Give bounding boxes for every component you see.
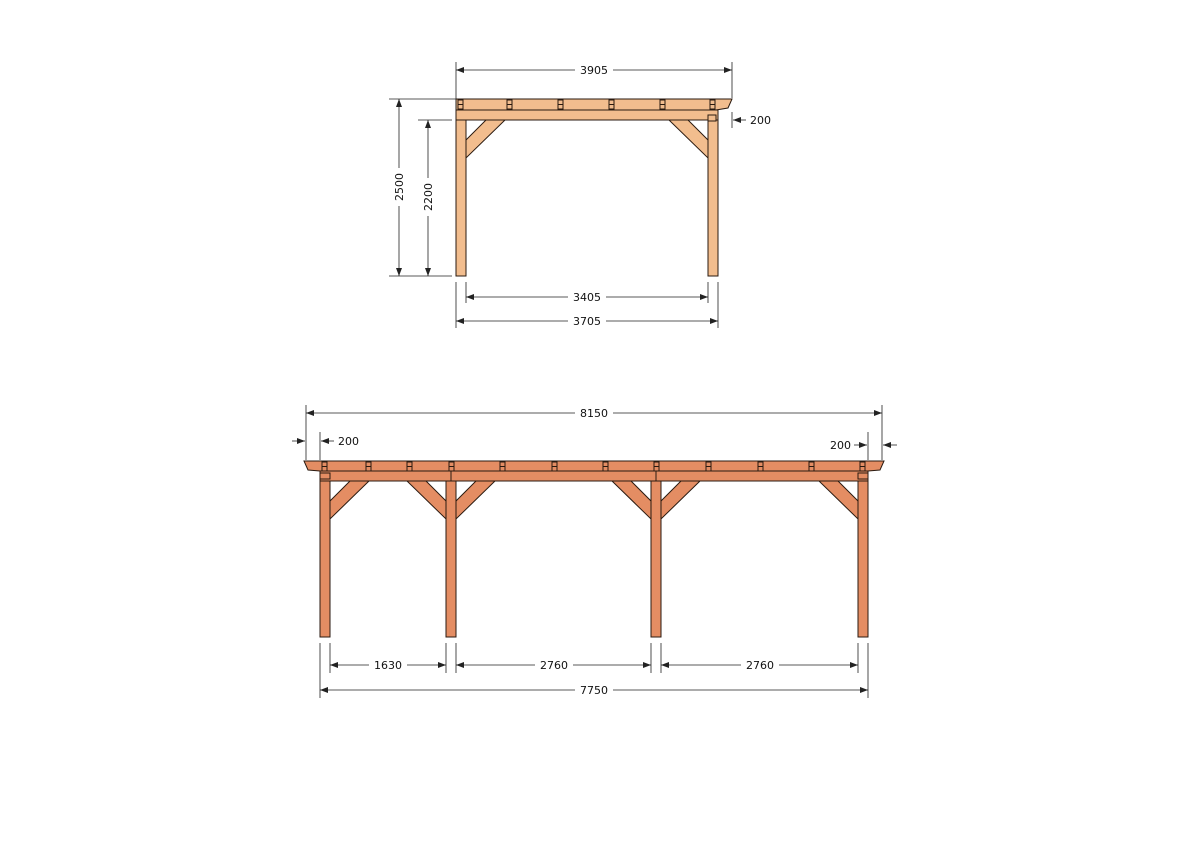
post (445, 480, 457, 638)
dim-overhang: 200 (750, 114, 771, 127)
brace (405, 480, 447, 521)
beam-joint (707, 114, 717, 122)
dim-roof-length: 8150 (580, 407, 608, 420)
brace (455, 480, 497, 521)
dim-inner-post-span: 3405 (573, 291, 601, 304)
beam-joint (857, 472, 869, 480)
dim-overhang-right: 200 (830, 439, 851, 452)
dim-total-post-span: 7750 (580, 684, 608, 697)
post (707, 119, 719, 277)
side-view (389, 62, 746, 328)
brace (660, 480, 702, 521)
brace (817, 480, 859, 521)
roof-board (455, 98, 733, 111)
post (319, 480, 331, 638)
dim-span-1: 1630 (374, 659, 402, 672)
dim-total-height: 2500 (393, 173, 406, 201)
beam (319, 470, 869, 482)
beam (455, 109, 719, 121)
front-view (292, 405, 897, 698)
post (650, 480, 662, 638)
post (857, 480, 869, 638)
brace (465, 119, 507, 160)
brace (610, 480, 652, 521)
brace (329, 480, 371, 521)
dim-span-3: 2760 (746, 659, 774, 672)
brace (667, 119, 709, 160)
dim-post-height: 2200 (422, 183, 435, 211)
dim-overhang-left: 200 (338, 435, 359, 448)
roof-board (303, 460, 885, 472)
beam-joint (319, 472, 331, 480)
dim-span-2: 2760 (540, 659, 568, 672)
dim-outer-post-span: 3705 (573, 315, 601, 328)
dim-roof-width: 3905 (580, 64, 608, 77)
post (455, 119, 467, 277)
